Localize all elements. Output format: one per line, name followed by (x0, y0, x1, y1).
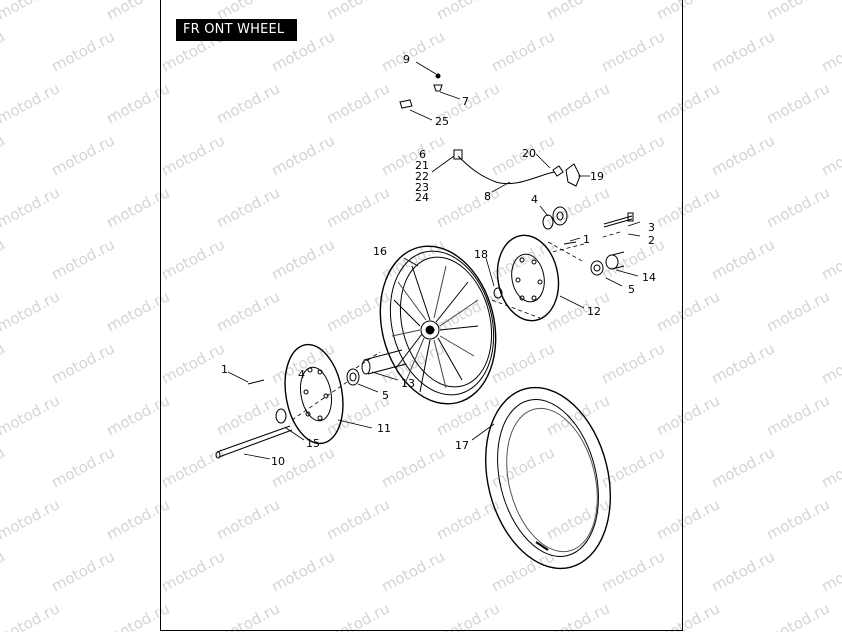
page-title: FR ONT WHEEL (176, 19, 297, 41)
watermark-text: motod.ru (708, 27, 777, 75)
callout-20: 20 (522, 147, 536, 160)
watermark-text: motod.ru (708, 443, 777, 491)
watermark-text: motod.ru (818, 27, 842, 75)
watermark-text: motod.ru (0, 547, 8, 595)
callout-13: 13 (401, 377, 415, 390)
watermark-text: motod.ru (708, 547, 777, 595)
callout-17: 17 (455, 439, 469, 452)
callout-18: 18 (474, 248, 488, 261)
watermark-text: motod.ru (708, 339, 777, 387)
right-brake-rotor (496, 234, 560, 322)
watermark-text: motod.ru (48, 131, 117, 179)
right-bearing (590, 251, 625, 276)
cable-clip (552, 163, 581, 187)
watermark-text: motod.ru (818, 339, 842, 387)
watermark-text: motod.ru (0, 131, 8, 179)
tire (484, 386, 612, 570)
right-inner-bearing (493, 287, 503, 299)
rotor-bolts (247, 241, 577, 385)
callout-1: 1 (583, 233, 590, 246)
axle-nut-bolt (603, 212, 634, 228)
watermark-text: motod.ru (0, 27, 8, 75)
watermark-text: motod.ru (763, 391, 832, 439)
watermark-text: motod.ru (0, 339, 8, 387)
left-bearing (346, 368, 360, 386)
callout-3: 3 (648, 221, 655, 234)
watermark-text: motod.ru (48, 235, 117, 283)
callout-1: 1 (221, 363, 228, 376)
callout-2: 2 (648, 234, 655, 247)
callout-23: 23 (415, 181, 429, 194)
wheel-rim (379, 245, 497, 405)
callout-4: 4 (531, 193, 538, 206)
diagram-frame (160, 0, 683, 631)
watermark-text: motod.ru (48, 443, 117, 491)
watermark-text: motod.ru (763, 287, 832, 335)
callout-21: 21 (415, 159, 429, 172)
watermark-text: motod.ru (763, 0, 832, 24)
callout-25: 25 (435, 115, 449, 128)
callout-10: 10 (271, 455, 285, 468)
watermark-text: motod.ru (0, 287, 63, 335)
callout-15: 15 (306, 437, 320, 450)
callout-19: 19 (590, 170, 604, 183)
watermark-text: motod.ru (818, 131, 842, 179)
leader-lines (227, 61, 641, 460)
callout-labels: 9 7 25 6 21 22 23 24 20 19 8 4 3 2 1 16 … (221, 53, 656, 468)
watermark-text: motod.ru (763, 183, 832, 231)
watermark-text: motod.ru (0, 495, 63, 543)
watermark-text: motod.ru (48, 27, 117, 75)
watermark-text: motod.ru (818, 443, 842, 491)
callout-16: 16 (373, 245, 387, 258)
sensor-ring (542, 206, 568, 230)
callout-6: 6 (419, 148, 426, 161)
callout-8: 8 (484, 190, 491, 203)
left-brake-rotor (284, 343, 344, 445)
watermark-text: motod.ru (763, 599, 832, 632)
callout-24: 24 (415, 191, 429, 204)
watermark-text: motod.ru (818, 235, 842, 283)
watermark-text: motod.ru (0, 599, 63, 632)
callout-12: 12 (587, 305, 601, 318)
watermark-text: motod.ru (48, 547, 117, 595)
watermark-text: motod.ru (0, 443, 8, 491)
parts-drawing (215, 61, 641, 570)
watermark-text: motod.ru (708, 131, 777, 179)
watermark-text: motod.ru (0, 79, 63, 127)
watermark-text: motod.ru (763, 79, 832, 127)
callout-9: 9 (403, 53, 410, 66)
callout-5: 5 (628, 283, 635, 296)
watermark-text: motod.ru (48, 339, 117, 387)
callout-7: 7 (462, 95, 469, 108)
axle-and-spacer (215, 408, 293, 459)
callout-5: 5 (382, 389, 389, 402)
watermark-text: motod.ru (708, 235, 777, 283)
watermark-text: motod.ru (818, 547, 842, 595)
valve-stem (399, 73, 443, 109)
callout-11: 11 (377, 422, 391, 435)
sensor-cable (453, 149, 555, 185)
watermark-text: motod.ru (0, 235, 8, 283)
watermark-text: motod.ru (763, 495, 832, 543)
callout-14: 14 (642, 271, 656, 284)
callout-4: 4 (298, 368, 305, 381)
watermark-text: motod.ru (0, 0, 63, 24)
watermark-text: motod.ru (0, 391, 63, 439)
callout-22: 22 (415, 170, 429, 183)
watermark-text: motod.ru (0, 183, 63, 231)
